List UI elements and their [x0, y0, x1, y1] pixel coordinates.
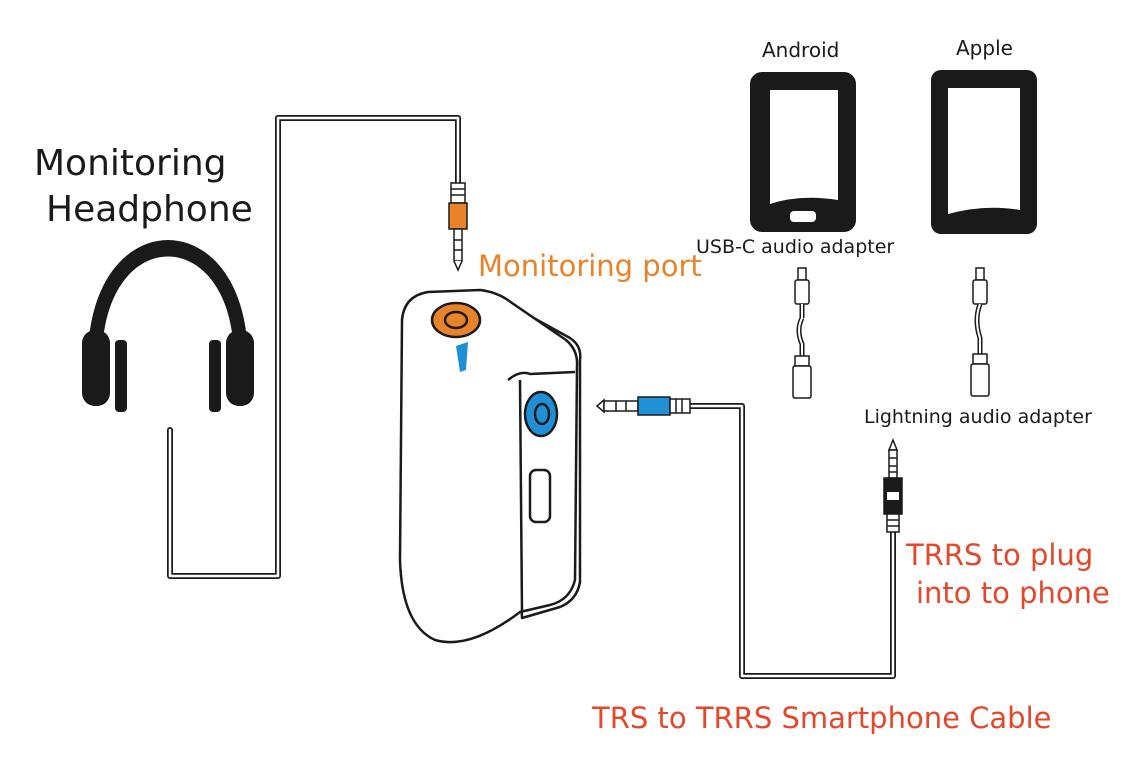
- apple-phone-icon: [931, 70, 1037, 234]
- monitoring-headphone-label-line2: Headphone: [46, 189, 253, 230]
- lightning-adapter-label: Lightning audio adapter: [864, 406, 1092, 428]
- lightning-adapter-icon: [970, 267, 990, 397]
- cable-caption: TRS to TRRS Smartphone Cable: [592, 701, 1052, 735]
- apple-label: Apple: [956, 36, 1013, 60]
- device-cable-plug: [595, 396, 691, 416]
- trrs-plug: [883, 437, 903, 533]
- usbc-adapter-icon: [792, 267, 812, 399]
- trrs-plug-label-line1: TRRS to plug: [906, 538, 1094, 572]
- audio-device: [398, 288, 582, 644]
- monitoring-plug: [448, 182, 468, 272]
- usbc-adapter-label: USB-C audio adapter: [696, 236, 895, 258]
- monitoring-headphone-label-line1: Monitoring: [34, 143, 227, 184]
- android-phone-icon: [750, 72, 856, 232]
- monitoring-port-label: Monitoring port: [478, 249, 702, 283]
- android-label: Android: [762, 38, 840, 62]
- trrs-plug-label-line2: into to phone: [916, 576, 1110, 610]
- headphone-icon: [82, 240, 254, 412]
- trrs-cable: [687, 403, 896, 679]
